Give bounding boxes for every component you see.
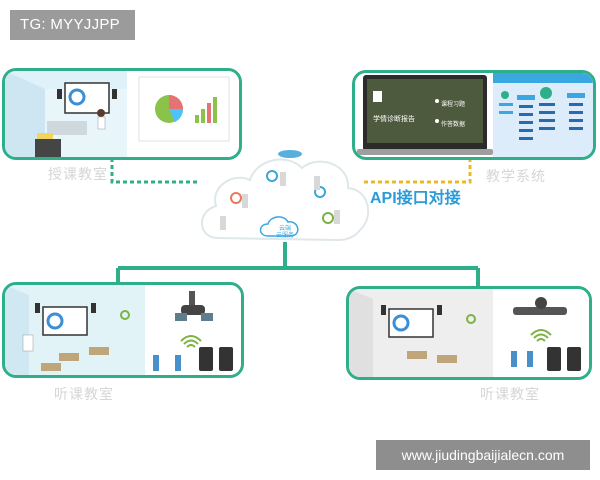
link-system-to-cloud bbox=[362, 158, 472, 184]
listen-right-illustration bbox=[349, 289, 589, 377]
screen-menu-item-1: 课程习题 bbox=[441, 102, 466, 108]
wifi-icon bbox=[180, 335, 202, 348]
cloud-label-1: 云端 bbox=[279, 226, 292, 232]
logo-icon bbox=[68, 88, 86, 106]
main-classroom-illustration bbox=[5, 71, 239, 157]
main-classroom-caption: 授课教室 bbox=[48, 166, 108, 182]
watermark-top: TG: MYYJJPP bbox=[10, 10, 135, 40]
listen-classroom-left-panel bbox=[2, 282, 244, 378]
watermark-bottom: www.jiudingbaijialecn.com bbox=[376, 440, 590, 470]
cloud-graphic bbox=[201, 150, 369, 242]
listen-classroom-right-panel bbox=[346, 286, 592, 380]
gear-node-icon bbox=[266, 170, 278, 182]
listen-left-caption: 听课教室 bbox=[54, 386, 114, 402]
small-cloud-icon bbox=[259, 216, 299, 237]
cloud-label-2: 云服务 bbox=[276, 233, 295, 239]
screen-title: 学情诊断报告 bbox=[373, 116, 415, 123]
teaching-system-illustration bbox=[357, 73, 593, 157]
api-label: API接口对接 bbox=[370, 190, 461, 207]
screen-menu-item-2: 作答数据 bbox=[441, 122, 466, 128]
link-cloud-to-listen bbox=[116, 242, 480, 288]
listen-right-caption: 听课教室 bbox=[480, 386, 540, 402]
listen-left-illustration bbox=[5, 285, 241, 375]
teaching-system-caption: 教学系统 bbox=[486, 168, 546, 184]
link-main-to-cloud bbox=[110, 158, 200, 184]
wifi-icon bbox=[530, 329, 552, 342]
teaching-system-panel: 学情诊断报告 课程习题 作答数据 bbox=[352, 70, 596, 160]
green-node-icon bbox=[322, 212, 334, 224]
orange-node-icon bbox=[230, 192, 242, 204]
main-classroom-panel bbox=[2, 68, 242, 160]
logo-icon bbox=[392, 314, 410, 332]
logo-icon bbox=[46, 312, 64, 330]
